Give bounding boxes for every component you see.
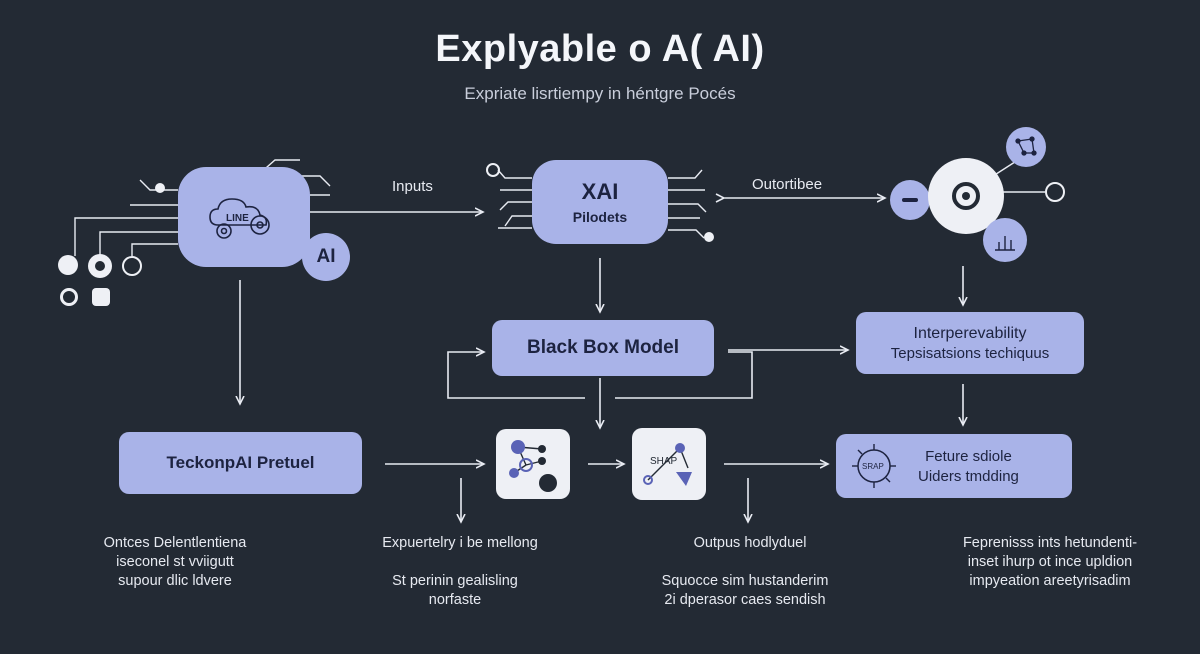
interpretability-subtitle: Tepsisatsions techiquus	[890, 344, 1050, 362]
input-node-inner-label: LINE	[226, 213, 249, 224]
xai-node-subtitle: Pilodets	[572, 209, 628, 225]
minus-icon[interactable]	[890, 180, 930, 220]
node-dot-icon	[155, 183, 165, 193]
caption-col3a: Outpus hodlyduel	[693, 535, 807, 551]
caption-col1: Ontces Delentlentiena iseconel st vviigu…	[103, 535, 247, 589]
interpretability-node[interactable]: Interperevability Tepsisatsions techiquu…	[856, 312, 1084, 374]
feature-title: Feture sdiole	[925, 447, 1012, 465]
shap-tile[interactable]: SHAP	[632, 428, 706, 500]
ai-badge[interactable]: AI	[302, 233, 350, 281]
interpretability-title: Interperevability	[913, 324, 1027, 342]
shap-label: SHAP	[650, 456, 678, 467]
caption-col3b: Squocce sim hustanderim 2i dperasor caes…	[661, 573, 829, 608]
xai-node[interactable]: XAI Pilodets	[532, 160, 668, 244]
circuit-traces-xai	[497, 169, 707, 239]
feature-icon-label: SRAP	[862, 462, 884, 471]
caption-col2a: Expuertelry i be mellong	[382, 535, 538, 551]
tecknonpai-label: TeckonpAI Pretuel	[166, 453, 315, 472]
arrow-loop-left	[447, 352, 585, 399]
input-node[interactable]: LINE	[178, 167, 310, 267]
caption-col2b: St perinin gealisling norfaste	[392, 573, 518, 608]
feature-subtitle: Uiders tmdding	[918, 467, 1019, 485]
record-icon	[88, 254, 112, 278]
loop-right	[615, 351, 753, 399]
caption-col4: Feprenisss ints hetundenti- inset ihurp …	[962, 535, 1138, 589]
gear-icon	[122, 256, 142, 276]
xai-node-title: XAI	[581, 179, 619, 204]
page-subtitle: Expriate lisrtiempy in héntgre Pocés	[464, 84, 736, 103]
grid-icon	[92, 288, 110, 306]
node-dot-icon-xai	[704, 232, 714, 242]
google-icon	[60, 288, 78, 306]
gear-icon-xai	[486, 163, 500, 177]
feature-node[interactable]: SRAP Feture sdiole Uiders tmdding	[836, 434, 1072, 498]
user-lock-icon	[1045, 182, 1065, 202]
chart-icon	[983, 218, 1027, 262]
page-title: Explyable o A( AI)	[435, 28, 765, 70]
graph-icon	[509, 440, 557, 492]
document-icon	[58, 255, 78, 275]
graph-tile[interactable]	[496, 429, 570, 499]
feature-icon: SRAP	[848, 440, 900, 492]
inputs-label: Inputs	[392, 178, 433, 195]
outortibee-label: Outortibee	[752, 176, 823, 193]
gears-icon: LINE	[209, 198, 270, 239]
network-icon	[1006, 127, 1046, 167]
tecknonpai-node[interactable]: TeckonpAI Pretuel	[119, 432, 362, 494]
ai-badge-label: AI	[316, 246, 336, 267]
shap-icon: SHAP	[643, 443, 692, 486]
black-box-model-node[interactable]: Black Box Model	[492, 320, 714, 376]
black-box-model-label: Black Box Model	[526, 337, 680, 358]
